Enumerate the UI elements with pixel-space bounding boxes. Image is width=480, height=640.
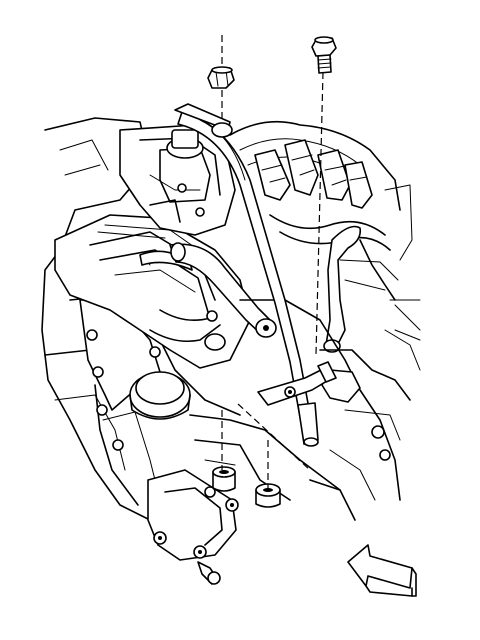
fastener-nut-icon — [207, 66, 235, 89]
heater-hose — [323, 225, 362, 353]
dipstick-tube — [174, 103, 319, 447]
fastener-bolt-icon — [311, 36, 337, 74]
vacuum-hose — [169, 242, 277, 338]
view-direction-arrow-icon — [347, 544, 417, 597]
ignition-wires — [229, 120, 421, 371]
mounting-bracket — [147, 469, 239, 561]
lower-bolt-icon — [197, 561, 221, 585]
installation-guide-lines — [221, 35, 324, 490]
tube-seal-left — [212, 466, 236, 492]
dipstick-bracket — [257, 361, 337, 406]
oil-fill-cap — [129, 371, 191, 420]
